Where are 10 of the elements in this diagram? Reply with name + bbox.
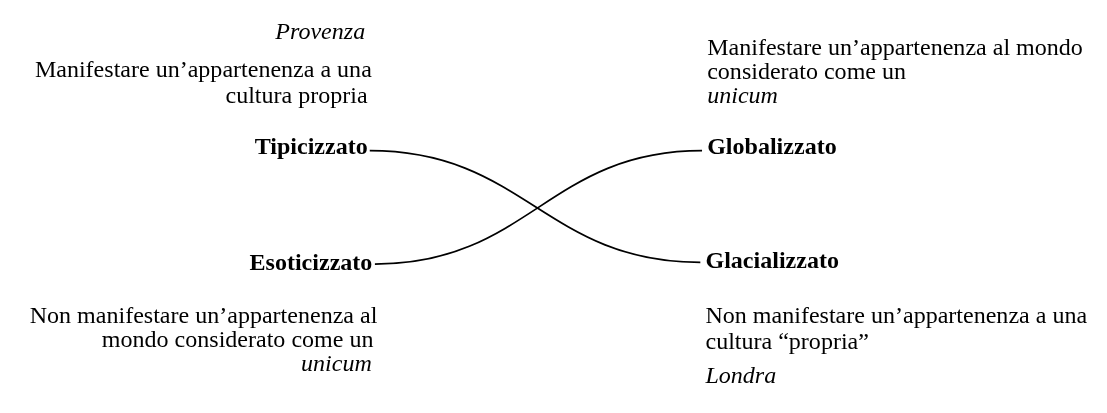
node-text: Glacializzato	[705, 246, 839, 273]
node-text: Tipicizzato	[254, 133, 368, 160]
node-text: Globalizzato	[707, 133, 837, 160]
node-label: Manifestare un’appartenenza a una cultura propria	[34, 56, 372, 108]
node-text: Esoticizzato	[249, 248, 373, 275]
node-label: Manifestare un’appartenenza al mondo considerato come un unicum	[707, 33, 1083, 108]
node-label: Provenza	[275, 18, 366, 45]
node-label: Non manifestare un’appartenenza al mondo considerato come un unicum	[29, 301, 378, 376]
node-label: Londra	[705, 361, 777, 388]
node-label: Non manifestare un’appartenenza a una cultura “propria”	[705, 301, 1088, 354]
